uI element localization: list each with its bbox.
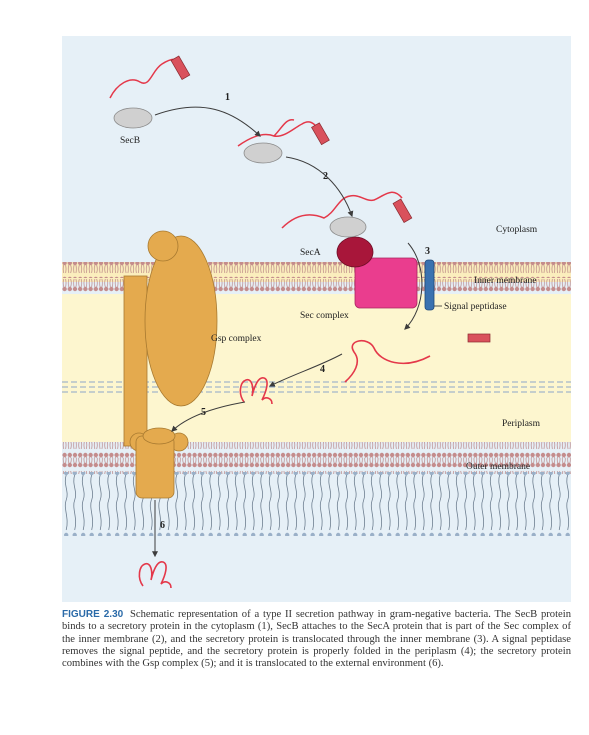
step-number-4: 4 <box>320 364 325 375</box>
secb-docked <box>329 216 367 238</box>
signal-peptidase <box>424 259 435 311</box>
arrow-step-1 <box>154 106 261 137</box>
unfolded-protein <box>344 340 431 383</box>
step-number-2: 2 <box>323 171 328 182</box>
label-gsp-complex: Gsp complex <box>211 334 262 344</box>
label-inner-membrane: Inner membrane <box>474 276 537 286</box>
label-seca: SecA <box>300 248 321 258</box>
label-cytoplasm: Cytoplasm <box>496 225 538 235</box>
seca-protein <box>336 236 374 268</box>
label-periplasm: Periplasm <box>502 419 541 429</box>
arrow-step-2 <box>285 156 354 218</box>
secb-protein-2 <box>243 142 283 164</box>
sec-complex <box>354 257 418 309</box>
secretory-protein-3 <box>281 191 413 229</box>
secretory-protein-2 <box>237 119 330 147</box>
folded-protein-external <box>138 561 172 589</box>
cleaved-signal-peptide <box>467 333 491 343</box>
label-sec-complex: Sec complex <box>300 311 349 321</box>
outer-membrane <box>62 442 571 536</box>
arrow-step-3 <box>404 242 423 330</box>
step-number-5: 5 <box>201 407 206 418</box>
folded-protein-periplasm <box>239 377 273 405</box>
label-outer-membrane: Outer membrane <box>466 462 530 472</box>
caption-text: Schematic representation of a type II se… <box>62 609 571 670</box>
label-signal-peptidase: Signal peptidase <box>444 302 507 312</box>
step-number-6: 6 <box>160 520 165 531</box>
arrow-step-4 <box>268 353 343 387</box>
arrow-step-5 <box>171 401 246 432</box>
diagram-panel: 1 2 3 4 5 6 SecB SecA Sec complex Gsp co… <box>62 36 571 602</box>
figure-caption: FIGURE 2.30 Schematic representation of … <box>62 609 571 670</box>
figure-number: FIGURE 2.30 <box>62 609 124 620</box>
label-secb: SecB <box>120 136 140 146</box>
step-number-1: 1 <box>225 92 230 103</box>
secretory-protein-1 <box>109 55 191 99</box>
gsp-complex <box>123 230 218 499</box>
step-number-3: 3 <box>425 246 430 257</box>
secb-protein-1 <box>113 107 153 129</box>
